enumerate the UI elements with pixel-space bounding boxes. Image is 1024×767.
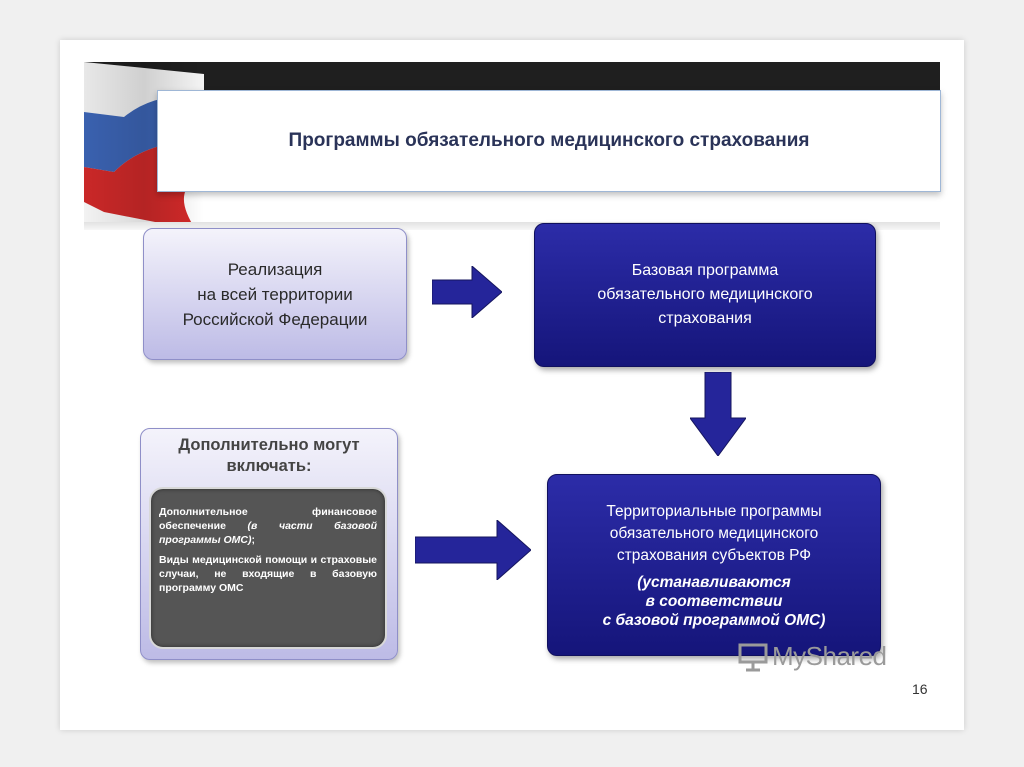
arrow-right-icon xyxy=(432,266,502,318)
page-title: Программы обязательного медицинского стр… xyxy=(289,130,810,152)
additional-item-2: Виды медицинской помощи и страховые случ… xyxy=(159,553,377,595)
realization-box: Реализация на всей территории Российской… xyxy=(143,228,407,360)
territorial-line: Территориальные программы xyxy=(548,501,880,523)
territorial-line: страхования субъектов РФ xyxy=(548,545,880,567)
basic-program-box: Базовая программа обязательного медицинс… xyxy=(534,223,876,367)
presentation-icon xyxy=(738,642,768,672)
header-bar xyxy=(84,62,940,92)
realization-line: Реализация xyxy=(144,257,406,282)
territorial-note: (устанавливаются в соответствии с базово… xyxy=(548,573,880,630)
additional-heading: Дополнительно могут включать: xyxy=(141,435,397,477)
realization-line: Российской Федерации xyxy=(144,307,406,332)
arrow-down-icon xyxy=(690,372,746,456)
basic-program-line: страхования xyxy=(535,307,875,331)
additional-box: Дополнительно могут включать: Дополнител… xyxy=(140,428,398,660)
territorial-programs-box: Территориальные программы обязательного … xyxy=(547,474,881,656)
arrow-right-icon xyxy=(415,520,531,580)
watermark: MyShared xyxy=(738,641,887,672)
title-box: Программы обязательного медицинского стр… xyxy=(157,90,941,192)
territorial-line: обязательного медицинского xyxy=(548,523,880,545)
realization-line: на всей территории xyxy=(144,282,406,307)
basic-program-line: обязательного медицинского xyxy=(535,283,875,307)
page-number: 16 xyxy=(912,681,928,697)
additional-details: Дополнительное финансовое обеспечение (в… xyxy=(149,487,387,649)
additional-item-1: Дополнительное финансовое обеспечение (в… xyxy=(159,505,377,547)
watermark-text: MyShared xyxy=(772,641,887,672)
basic-program-line: Базовая программа xyxy=(535,259,875,283)
